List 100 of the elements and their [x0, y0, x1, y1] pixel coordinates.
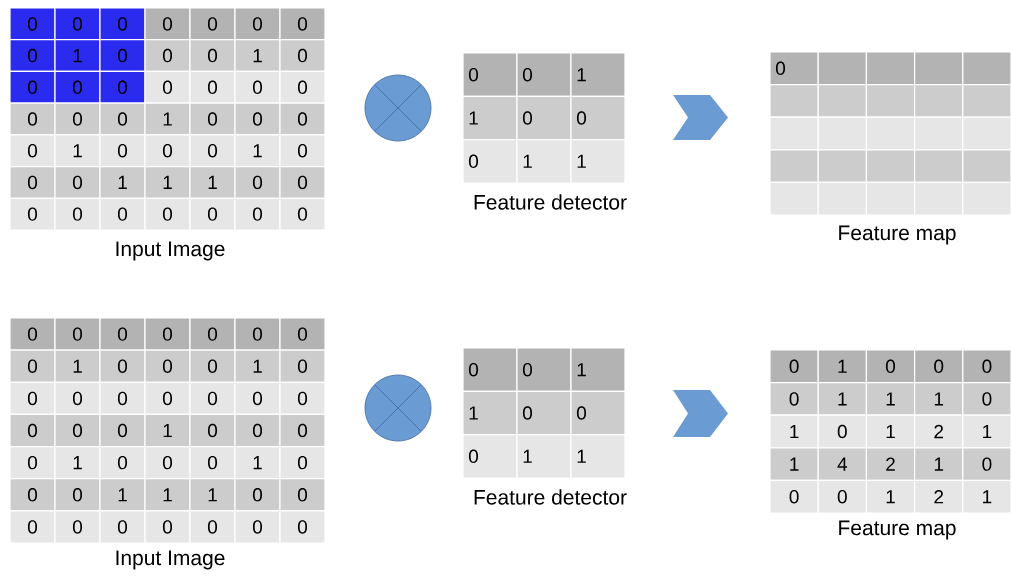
table-cell: 2 [865, 447, 916, 481]
table-cell: 0 [769, 349, 819, 384]
table-cell: 1 [234, 134, 281, 168]
table-cell: 0 [9, 166, 56, 199]
table-cell: 0 [9, 413, 56, 448]
table-cell: 0 [9, 510, 56, 544]
table-cell: 0 [54, 317, 101, 351]
table-cell: 1 [817, 349, 867, 384]
table-cell: 0 [817, 414, 867, 449]
table-cell: 1 [516, 139, 572, 184]
table-cell: 1 [962, 479, 1011, 514]
table-cell: 1 [144, 413, 191, 448]
table-cell: 0 [189, 70, 236, 104]
table-cell: 1 [817, 382, 867, 416]
table-cell: 1 [189, 166, 236, 199]
table-cell: 0 [189, 39, 236, 72]
table-cell: 0 [54, 197, 101, 231]
table-cell: 0 [189, 381, 236, 415]
table-cell: 0 [99, 413, 146, 448]
table-cell: 0 [516, 347, 572, 392]
table-cell: 0 [962, 382, 1011, 416]
caption: Feature detector [474, 194, 627, 210]
table-cell: 0 [54, 413, 101, 448]
table-cell: 0 [144, 381, 191, 415]
table-cell: 0 [234, 70, 281, 104]
table-cell: 0 [189, 197, 236, 231]
table-cell: 1 [865, 382, 916, 416]
table-cell: 0 [189, 510, 236, 544]
table-cell: 0 [54, 166, 101, 199]
table-cell: 0 [189, 317, 236, 351]
table-cell: 1 [462, 95, 518, 141]
table-cell: 0 [9, 381, 56, 415]
table-cell: 0 [189, 413, 236, 448]
table-cell: 0 [279, 349, 326, 383]
table-cell: 0 [279, 70, 326, 104]
table-cell: 0 [144, 317, 191, 351]
table-cell: 0 [234, 102, 281, 136]
table-cell: 1 [54, 39, 101, 72]
table-cell: 0 [9, 7, 56, 41]
table-cell: 0 [769, 51, 819, 86]
table-cell: 0 [99, 446, 146, 480]
caption: Input Image [116, 241, 225, 261]
table-cell: 0 [99, 510, 146, 544]
table-cell: 0 [279, 413, 326, 448]
table-cell: 1 [962, 414, 1011, 449]
table-cell: 0 [54, 478, 101, 512]
table-cell: 1 [462, 390, 518, 436]
table-cell: 1 [99, 478, 146, 512]
table-cell: 0 [189, 134, 236, 168]
table-cell: 1 [516, 434, 572, 479]
table-cell: 0 [234, 478, 281, 512]
table-cell: 1 [769, 447, 819, 481]
table-cell: 0 [279, 7, 326, 41]
table-cell: 0 [817, 479, 867, 514]
table-cell: 0 [9, 446, 56, 480]
table-cell: 1 [234, 39, 281, 72]
table-cell: 0 [144, 134, 191, 168]
table-cell: 0 [99, 349, 146, 383]
caption: Feature map [839, 520, 956, 540]
table-cell: 0 [99, 39, 146, 72]
table-cell: 2 [914, 414, 964, 449]
table-cell: 0 [54, 510, 101, 544]
table-cell: 1 [570, 139, 626, 184]
table-cell: 0 [9, 478, 56, 512]
table-cell: 0 [516, 52, 572, 97]
table-cell: 0 [99, 317, 146, 351]
table-cell: 1 [769, 414, 819, 449]
table-cell: 0 [462, 347, 518, 392]
table-cell: 0 [769, 479, 819, 514]
table-cell: 1 [54, 134, 101, 168]
caption: Input Image [116, 550, 225, 570]
table-cell: 1 [234, 446, 281, 480]
table-cell: 0 [99, 197, 146, 231]
table-cell: 1 [570, 434, 626, 479]
table-cell: 0 [769, 382, 819, 416]
table-cell: 0 [570, 390, 626, 436]
caption: Feature detector [474, 489, 627, 505]
table-cell: 0 [462, 139, 518, 184]
table-cell: 0 [54, 70, 101, 104]
table-cell: 0 [279, 446, 326, 480]
table-cell: 0 [234, 166, 281, 199]
table-cell: 2 [914, 479, 964, 514]
table-cell: 0 [99, 134, 146, 168]
table-cell: 0 [144, 349, 191, 383]
table-cell: 0 [279, 102, 326, 136]
table-cell: 1 [914, 447, 964, 481]
table-cell: 0 [234, 381, 281, 415]
table-cell: 0 [9, 317, 56, 351]
table-cell: 0 [279, 197, 326, 231]
table-cell: 0 [189, 446, 236, 480]
table-cell: 1 [570, 52, 626, 97]
table-cell: 1 [144, 166, 191, 199]
table-cell: 1 [99, 166, 146, 199]
table-cell: 0 [99, 7, 146, 41]
table-cell: 0 [516, 390, 572, 436]
table-cell: 4 [817, 447, 867, 481]
table-cell: 0 [54, 7, 101, 41]
table-cell: 0 [9, 349, 56, 383]
table-cell: 0 [144, 510, 191, 544]
table-cell: 0 [99, 70, 146, 104]
